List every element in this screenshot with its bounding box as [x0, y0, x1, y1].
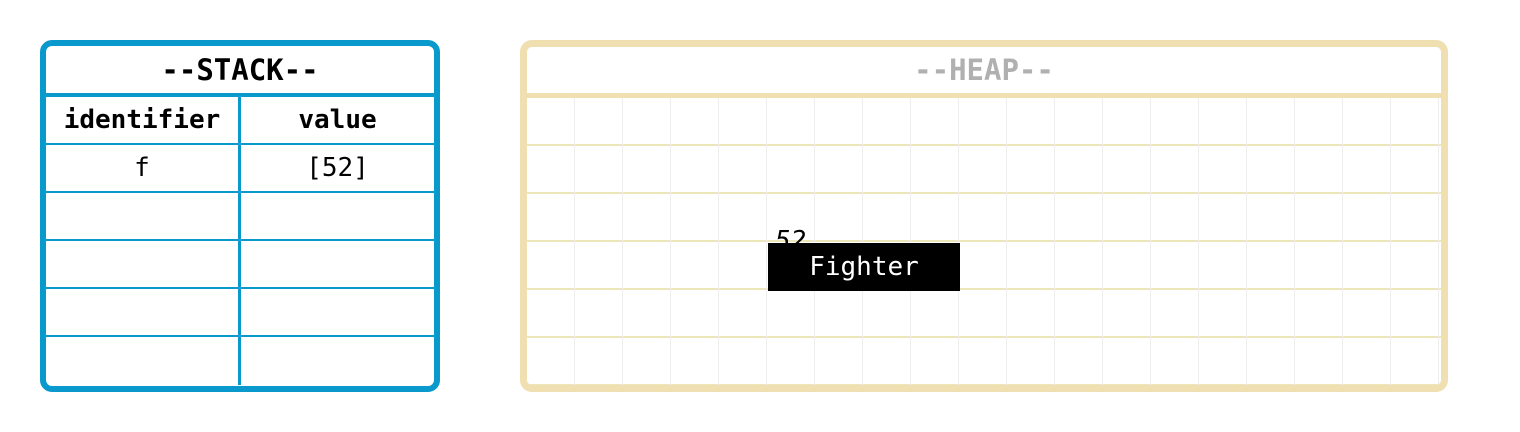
heap-object: Fighter — [768, 243, 960, 291]
stack-row-value — [241, 193, 434, 239]
stack-row-value — [241, 289, 434, 335]
stack-row-identifier — [46, 289, 241, 335]
stack-row-value: [52] — [306, 153, 369, 183]
stack-row-identifier — [46, 241, 241, 287]
stack-header-value: value — [298, 105, 377, 135]
stack-row — [46, 337, 434, 385]
stack-row-identifier: f — [46, 145, 241, 191]
stack-title: --STACK-- — [46, 46, 434, 97]
stack-header-row: identifier value — [46, 97, 434, 145]
heap-panel: --HEAP-- 52 Fighter — [520, 40, 1448, 392]
stack-row-identifier — [46, 337, 241, 385]
heap-grid: 52 Fighter — [527, 98, 1441, 385]
stack-panel: --STACK-- identifier value f [52] — [40, 40, 440, 392]
stack-row-value — [241, 241, 434, 287]
stack-row — [46, 193, 434, 241]
stack-row: f [52] — [46, 145, 434, 193]
stack-row — [46, 241, 434, 289]
stack-row-value — [241, 337, 434, 385]
stack-row-identifier — [46, 193, 241, 239]
heap-title: --HEAP-- — [527, 47, 1441, 98]
stack-table: identifier value f [52] — [46, 97, 434, 385]
stack-header-identifier: identifier — [46, 97, 241, 143]
stack-row — [46, 289, 434, 337]
